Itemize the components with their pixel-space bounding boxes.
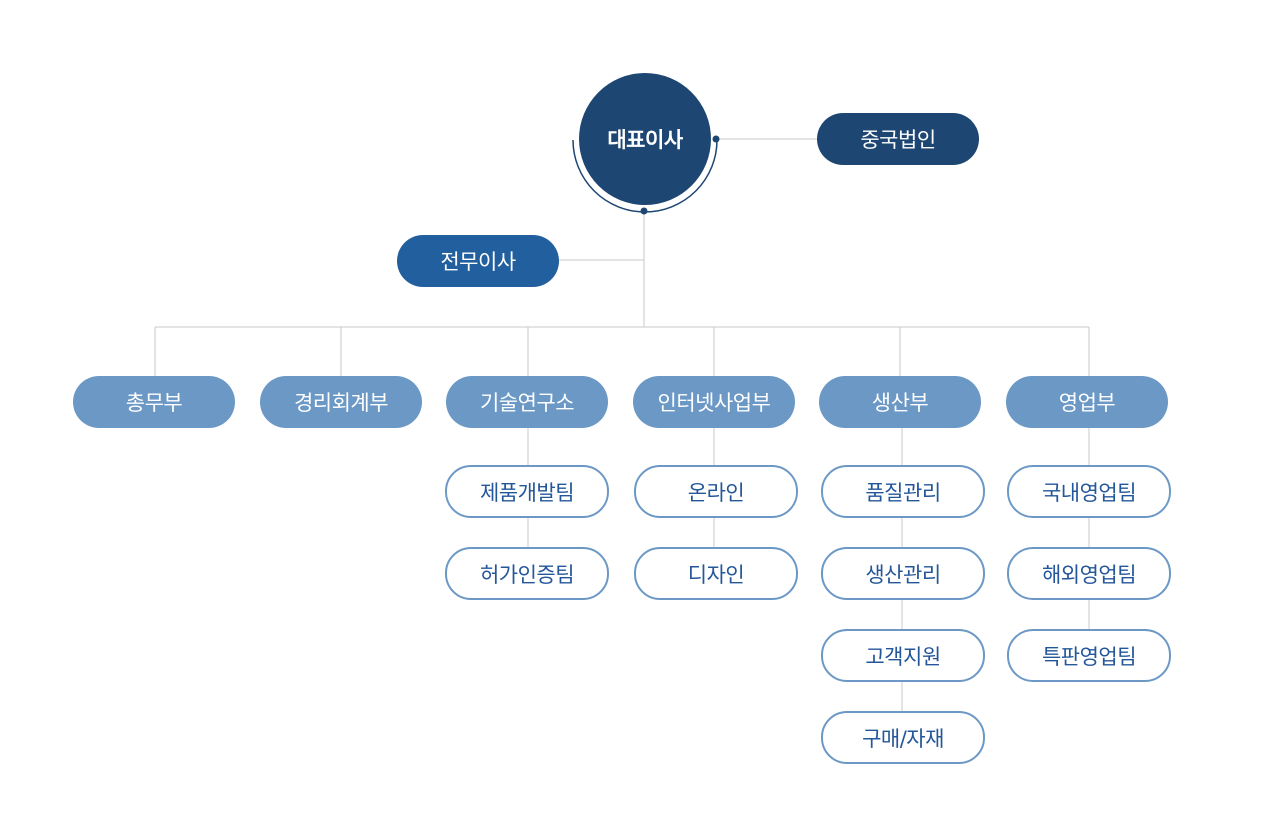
team-customer-support: 고객지원 xyxy=(821,629,985,682)
team-quality-control: 품질관리 xyxy=(821,465,985,518)
team-overseas-sales: 해외영업팀 xyxy=(1007,547,1171,600)
dept-label: 영업부 xyxy=(1058,391,1116,415)
team-label: 고객지원 xyxy=(865,644,941,669)
team-label: 디자인 xyxy=(687,562,745,587)
subsidiary-label: 중국법인 xyxy=(860,128,936,152)
team-purchasing: 구매/자재 xyxy=(821,711,985,764)
team-label: 생산관리 xyxy=(865,562,941,587)
team-online: 온라인 xyxy=(634,465,798,518)
executive-label: 전무이사 xyxy=(440,250,516,274)
dept-general-affairs: 총무부 xyxy=(73,376,235,428)
dept-label: 총무부 xyxy=(125,391,183,415)
ceo-ring-dot-bottom xyxy=(640,207,648,215)
team-label: 온라인 xyxy=(687,480,745,505)
dept-sales: 영업부 xyxy=(1006,376,1168,428)
team-certification: 허가인증팀 xyxy=(445,547,609,600)
subsidiary-node: 중국법인 xyxy=(817,113,979,165)
dept-production: 생산부 xyxy=(819,376,981,428)
team-design: 디자인 xyxy=(634,547,798,600)
team-special-sales: 특판영업팀 xyxy=(1007,629,1171,682)
team-label: 해외영업팀 xyxy=(1041,562,1137,587)
dept-label: 경리회계부 xyxy=(293,391,389,415)
executive-node: 전무이사 xyxy=(397,235,559,287)
dept-label: 기술연구소 xyxy=(479,391,575,415)
dept-label: 인터넷사업부 xyxy=(657,391,771,415)
team-label: 국내영업팀 xyxy=(1041,480,1137,505)
team-label: 특판영업팀 xyxy=(1041,644,1137,669)
team-label: 품질관리 xyxy=(865,480,941,505)
dept-research-lab: 기술연구소 xyxy=(446,376,608,428)
ceo-label: 대표이사 xyxy=(607,128,683,152)
dept-internet-business: 인터넷사업부 xyxy=(633,376,795,428)
dept-label: 생산부 xyxy=(871,391,929,415)
team-product-development: 제품개발팀 xyxy=(445,465,609,518)
ceo-node: 대표이사 xyxy=(579,73,711,205)
ceo-ring-dot-right xyxy=(712,135,720,143)
team-label: 제품개발팀 xyxy=(479,480,575,505)
team-label: 허가인증팀 xyxy=(479,562,575,587)
team-domestic-sales: 국내영업팀 xyxy=(1007,465,1171,518)
team-label: 구매/자재 xyxy=(862,726,944,751)
dept-accounting: 경리회계부 xyxy=(260,376,422,428)
team-production-management: 생산관리 xyxy=(821,547,985,600)
